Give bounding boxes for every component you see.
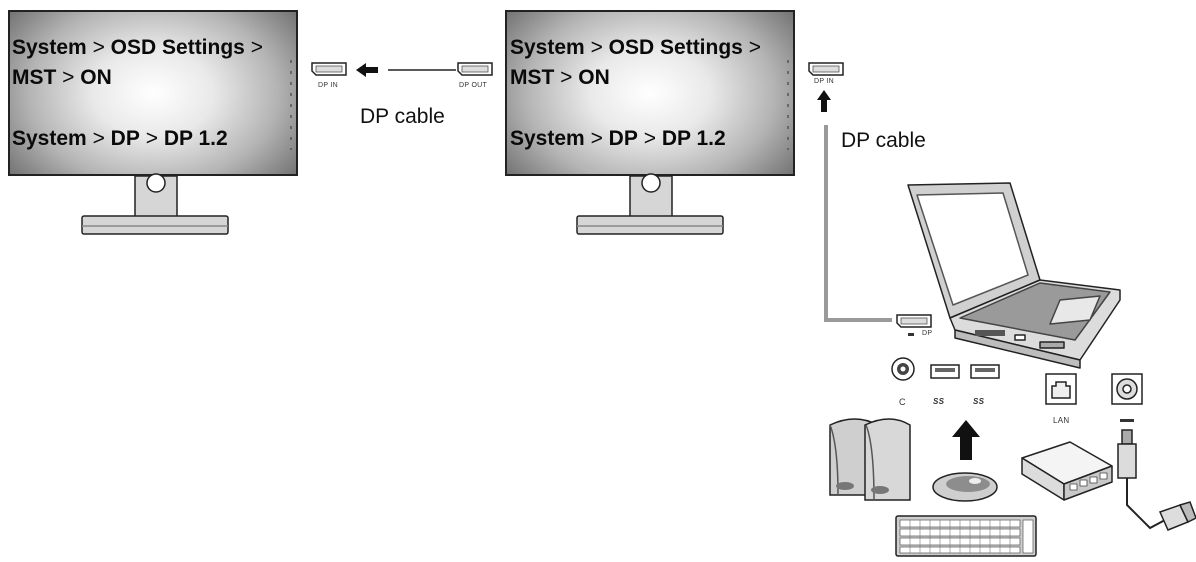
port-label-usb-2: SS xyxy=(973,397,985,406)
monitor-middle: System > OSD Settings > MST > ON System … xyxy=(500,0,800,240)
port-label-usb-1: SS xyxy=(933,397,945,406)
osd-line-3: System > DP > DP 1.2 xyxy=(12,127,228,150)
osd-line-3-middle: System > DP > DP 1.2 xyxy=(510,127,726,150)
osd-line-1-middle: System > OSD Settings > xyxy=(510,36,761,59)
monitor-left-stand xyxy=(81,60,292,235)
monitor-left-screen xyxy=(8,10,298,176)
audio-jack-icon xyxy=(891,357,915,381)
laptop-icon xyxy=(907,182,1121,369)
port-label-audio: C xyxy=(899,397,906,407)
speakers-icon xyxy=(829,418,911,501)
port-label-dp-laptop: DP xyxy=(922,330,933,337)
displayport-icon xyxy=(896,314,932,336)
dp-cable-right xyxy=(824,125,892,322)
port-label-lan: LAN xyxy=(1053,416,1070,425)
monitor-middle-screen xyxy=(505,10,795,176)
arrow-icon xyxy=(817,90,831,112)
arrow-icon xyxy=(356,63,378,77)
osd-line-2: MST > ON xyxy=(12,66,112,89)
monitor-left: System > OSD Settings > MST > ON System … xyxy=(0,0,300,240)
power-port-icon xyxy=(1111,373,1143,422)
port-label-dp-in-right: DP IN xyxy=(814,78,835,85)
osd-line-2-middle: MST > ON xyxy=(510,66,610,89)
port-label-dp-in-left: DP IN xyxy=(318,82,339,89)
dp-cable-label-right: DP cable xyxy=(841,129,926,152)
monitor-middle-stand xyxy=(576,60,789,235)
displayport-icon xyxy=(311,62,347,76)
mouse-icon xyxy=(932,472,998,502)
displayport-icon xyxy=(808,62,844,76)
osd-line-1: System > OSD Settings > xyxy=(12,36,263,59)
arrow-icon xyxy=(952,420,980,460)
keyboard-icon xyxy=(895,515,1037,557)
displayport-icon xyxy=(457,62,493,76)
lan-port-icon xyxy=(1045,373,1077,405)
router-icon xyxy=(1021,441,1113,501)
usb-port-icon xyxy=(930,364,960,379)
dp-cable-label-top: DP cable xyxy=(360,105,445,128)
usb-port-icon xyxy=(970,364,1000,379)
power-plug-icon xyxy=(1117,429,1196,531)
port-label-dp-out: DP OUT xyxy=(459,82,488,89)
